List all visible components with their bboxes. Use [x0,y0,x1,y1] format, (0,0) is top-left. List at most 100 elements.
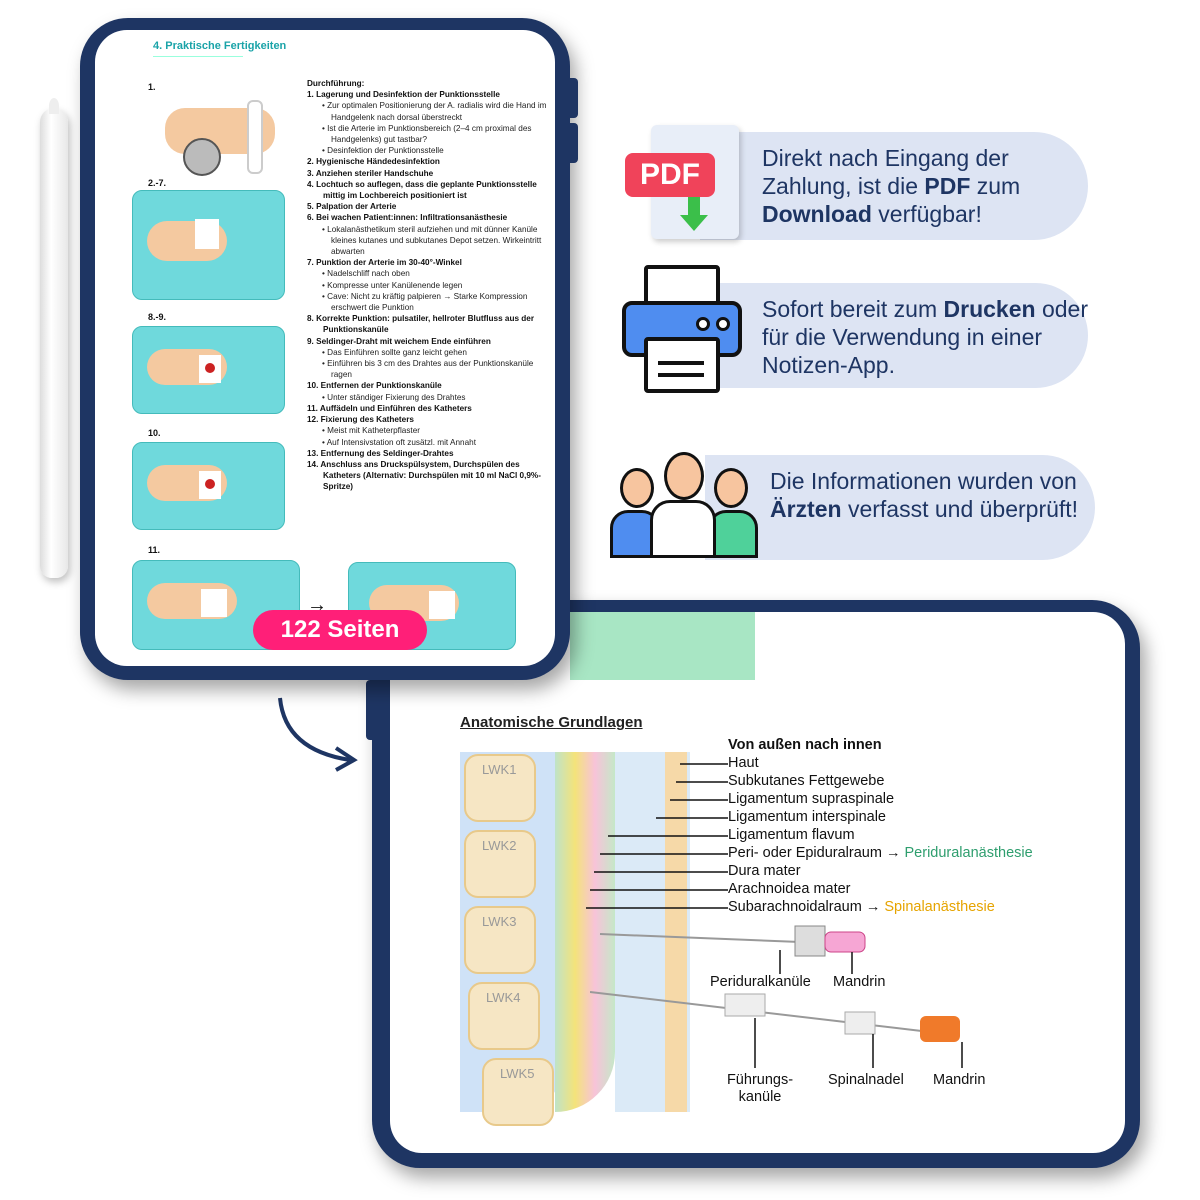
layers-heading: Von außen nach innen [728,737,882,753]
procedure-step: 12. Fixierung des Katheters [307,414,547,425]
feature-print: Sofort bereit zum Drucken oder für die V… [700,283,1088,388]
step-text: Hygienische Händedesinfektion [316,157,440,167]
instrument-label: Periduralkanüle [710,974,811,990]
right-tablet-screen: Anatomische Grundlagen LWK1 LWK2 LWK3 LW… [390,612,1125,1153]
feature-text: Sofort bereit zum [762,296,944,322]
instrument-label: Mandrin [933,1072,986,1088]
instrument-label: Spinalnadel [828,1072,904,1088]
layer-label: Ligamentum interspinale [728,809,886,825]
layer-label: Ligamentum supraspinale [728,791,895,807]
layer-label: Subkutanes Fettgewebe [728,773,885,789]
step-text: Palpation der Arterie [316,202,397,212]
vertebra: LWK3 [464,906,536,974]
layer-label: Arachnoidea mater [728,881,851,897]
page-preview-strip [570,612,755,680]
step-number: 7. [307,258,314,268]
vertebra: LWK1 [464,754,536,822]
procedure-steps: Durchführung:1. Lagerung und Desinfektio… [307,78,547,493]
step-bullet: Nadelschliff nach oben [307,268,547,279]
vertebra: LWK5 [482,1058,554,1126]
feature-text: verfügbar! [871,201,982,227]
step-text: Entfernen der Punktionskanüle [320,381,442,391]
feature-text: Direkt nach Eingang der Zahlung, ist die [762,145,1009,199]
feature-text-bold: Drucken [943,296,1036,322]
page-count-badge: 122 Seiten [253,610,427,650]
left-tablet-screen: 4. Praktische Fertigkeiten 1. 2.-7. 8.-9… [95,30,555,666]
vertebra: LWK4 [468,982,540,1050]
step-bullet: Einführen bis 3 cm des Drahtes aus der P… [307,358,547,380]
step-text: Auffädeln und Einführen des Katheters [319,403,472,413]
step-number: 10. [307,381,319,391]
step-label: 2.-7. [148,178,167,188]
step-label: 10. [148,428,161,438]
step-text: Bei wachen Patient:innen: Infiltrationsa… [316,213,508,223]
step-text: Anschluss ans Druckspülsystem, Durchspül… [320,459,541,492]
layer-label: Haut [728,755,759,771]
procedure-step: 14. Anschluss ans Druckspülsystem, Durch… [307,459,547,493]
procedure-step: 8. Korrekte Punktion: pulsatiler, hellro… [307,313,547,335]
step-text: Fixierung des Katheters [320,415,414,425]
step-number: 1. [307,90,314,100]
feature-doctors: Die Informationen wurden von Ärzten verf… [705,455,1095,560]
leader-lines [586,763,728,909]
step-number: 9. [307,336,314,346]
feature-text-bold: Ärzten [770,496,842,522]
procedure-step: 1. Lagerung und Desinfektion der Punktio… [307,89,547,100]
spinal-link: Spinalanästhesie [884,899,995,915]
layers-list: Von außen nach innen Haut Subkutanes Fet… [728,736,1033,916]
illustration-step-10 [132,442,285,530]
step-bullet: Lokalanästhetikum steril aufziehen und m… [307,224,547,258]
step-number: 5. [307,202,314,212]
step-text: Anziehen steriler Handschuhe [315,168,434,178]
pdf-label: PDF [625,153,715,197]
step-number: 8. [307,314,314,324]
procedure-step: 13. Entfernung des Seldinger-Drahtes [307,448,547,459]
step-text: Punktion der Arterie im 30-40°-Winkel [316,258,462,268]
step-number: 14. [307,459,319,469]
doctors-icon [610,450,760,560]
step-text: Korrekte Punktion: pulsatiler, hellroter… [316,314,535,335]
illustration-steps-2-7 [132,190,285,300]
step-text: Lochtuch so auflegen, dass die geplante … [316,179,537,201]
left-tablet: 4. Praktische Fertigkeiten 1. 2.-7. 8.-9… [80,18,578,680]
feature-text: Die Informationen wurden von [770,468,1077,494]
step-number: 6. [307,213,314,223]
step-bullet: Desinfektion der Punktionsstelle [307,145,547,156]
step-label: 1. [148,82,156,92]
feature-text: verfasst und überprüft! [841,496,1079,522]
feature-pdf-download: Direkt nach Eingang der Zahlung, ist die… [700,132,1088,240]
layer-label: Ligamentum flavum [728,827,855,843]
feature-text: oder für die Verwendung in einer Notizen… [762,296,1089,378]
procedure-step: 4. Lochtuch so auflegen, dass die geplan… [307,179,547,201]
section-title: 4. Praktische Fertigkeiten [153,40,287,52]
layer-label: Dura mater [728,863,801,879]
procedure-step: 2. Hygienische Händedesinfektion [307,156,547,167]
step-bullet: Unter ständiger Fixierung des Drahtes [307,392,547,403]
right-tablet: Anatomische Grundlagen LWK1 LWK2 LWK3 LW… [366,600,1140,1168]
instrument-label: Mandrin [833,974,886,990]
anatomy-title: Anatomische Grundlagen [460,714,643,731]
step-bullet: Ist die Arterie im Punktionsbereich (2–4… [307,123,547,145]
procedure-step: 10. Entfernen der Punktionskanüle [307,380,547,391]
procedure-step: 3. Anziehen steriler Handschuhe [307,168,547,179]
step-text: Seldinger-Draht mit weichem Ende einführ… [316,336,491,346]
step-bullet: Meist mit Katheterpflaster [307,425,547,436]
stylus-pen [40,98,68,578]
feature-text-bold: PDF [924,173,971,199]
printer-icon [622,265,742,395]
needles-illustration [590,925,963,1068]
step-number: 3. [307,168,314,178]
step-bullet: Das Einführen sollte ganz leicht gehen [307,347,547,358]
peridural-link: Periduralanästhesie [904,845,1033,861]
wrist-illustration [155,90,295,180]
layer-label: Subarachnoidalraum → [728,899,885,915]
curved-arrow-icon [278,697,358,772]
step-number: 2. [307,157,314,167]
illustration-steps-8-9 [132,326,285,414]
instrument-label: Führungs-kanüle [726,1072,794,1105]
step-text: Entfernung des Seldinger-Drahtes [320,448,454,458]
step-number: 4. [307,179,314,189]
step-bullet: Kompresse unter Kanülenende legen [307,280,547,291]
step-bullet: Zur optimalen Positionierung der A. radi… [307,100,547,122]
pdf-download-icon: PDF [625,125,745,245]
